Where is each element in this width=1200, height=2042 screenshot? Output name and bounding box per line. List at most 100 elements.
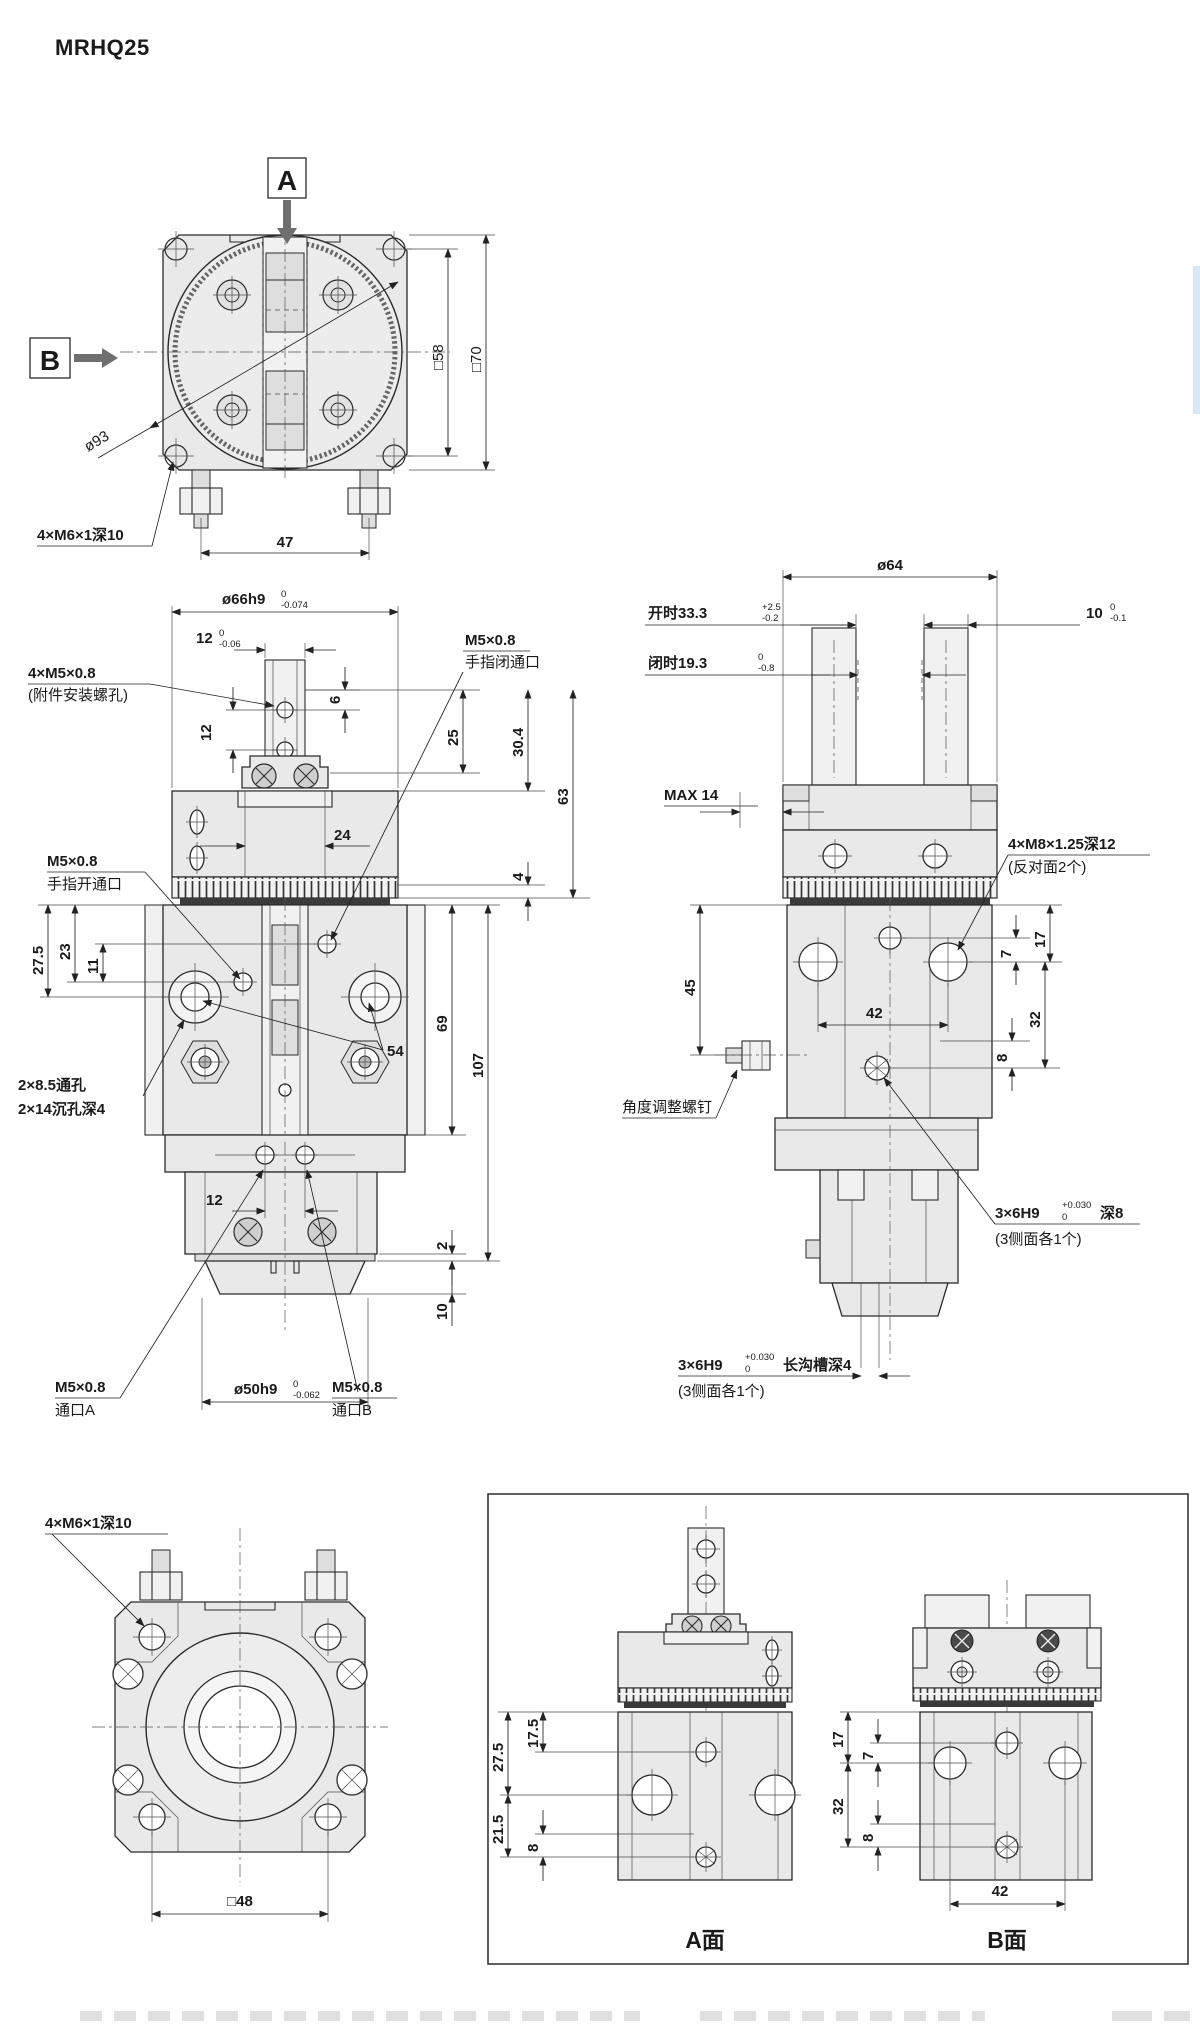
dim-dia64: ø64 (877, 557, 904, 574)
dim-10fw-dn: -0.1 (1110, 613, 1126, 624)
side-view: ø64 开时33.3 +2.5 -0.2 闭时19.3 0 -0.8 10 0 … (622, 557, 1150, 1400)
section-marker-b: B (40, 345, 60, 376)
dim-12tol: 12 (196, 630, 213, 647)
label-key2-dn: 0 (745, 1364, 750, 1375)
panel-a-dim-275: 27.5 (490, 1743, 507, 1772)
label-key1-dn: 0 (1062, 1212, 1067, 1223)
label-key1: 3×6H9 (995, 1205, 1040, 1222)
label-key2-note: (3侧面各1个) (678, 1383, 765, 1400)
dim-4: 4 (510, 872, 527, 881)
section-a-arrow-icon (283, 200, 291, 228)
label-port-b-sub: 通口B (332, 1402, 372, 1419)
label-key2: 3×6H9 (678, 1357, 723, 1374)
label-open-port-sub: 手指开通口 (47, 876, 122, 893)
dim-dia93: ø93 (81, 428, 112, 456)
dim-dia50-tol-up: 0 (293, 1379, 298, 1390)
panel-view-a: 27.5 17.5 21.5 8 A面 (490, 1506, 801, 1953)
dim-17: 17 (1032, 931, 1049, 948)
label-m5-mount: 4×M5×0.8 (28, 665, 96, 682)
dim-63: 63 (555, 788, 572, 805)
panel-b-dim-32: 32 (830, 1798, 847, 1815)
detail-panel: 27.5 17.5 21.5 8 A面 (487, 1493, 1189, 1965)
panel-a-dim-175: 17.5 (525, 1719, 542, 1748)
panel-a-dim-8: 8 (525, 1844, 542, 1852)
dim-dia66: ø66h9 (222, 591, 265, 608)
dim-8: 8 (994, 1054, 1011, 1062)
dim-open: 开时33.3 (648, 605, 707, 622)
label-m8-thread: 4×M8×1.25深12 (1008, 835, 1116, 853)
scan-artifacts (80, 266, 1200, 2021)
section-b-arrow-icon (74, 354, 102, 362)
panel-b-dim-42: 42 (992, 1883, 1009, 1900)
dim-dia66-tol-dn: -0.074 (281, 600, 308, 611)
dim-max14: MAX 14 (664, 787, 719, 804)
label-key2-up: +0.030 (745, 1352, 774, 1363)
label-key1-note: (3侧面各1个) (995, 1231, 1082, 1248)
dim-24: 24 (334, 827, 351, 844)
label-m6-thread: 4×M6×1深10 (37, 526, 124, 544)
dim-7: 7 (998, 950, 1015, 958)
label-m8-thread-sub: (反对面2个) (1008, 859, 1086, 876)
label-open-port: M5×0.8 (47, 853, 97, 870)
dim-closed-up: 0 (758, 652, 763, 663)
dim-25: 25 (445, 729, 462, 746)
dim-12tol-up: 0 (219, 628, 224, 639)
dim-open-dn: -0.2 (762, 613, 778, 624)
front-view: ø66h9 0 -0.074 12 0 -0.06 4×M5×0.8 (附件安装… (18, 589, 590, 1419)
panel-a-label: A面 (685, 1927, 725, 1953)
bottom-view: 4×M6×1深10 □48 (45, 1514, 388, 1922)
dim-2: 2 (434, 1242, 451, 1250)
dim-closed-dn: -0.8 (758, 663, 774, 674)
dim-square-70: □70 (468, 346, 485, 372)
dim-42: 42 (866, 1005, 883, 1022)
label-port-a: M5×0.8 (55, 1379, 105, 1396)
section-marker-a-box (267, 157, 307, 199)
panel-view-b: 17 7 32 8 42 B面 (830, 1580, 1102, 1953)
page-title: MRHQ25 (55, 35, 150, 60)
dim-dia66-tol-up: 0 (281, 589, 286, 600)
section-marker-b-box (29, 337, 71, 379)
dim-11: 11 (85, 958, 102, 974)
dim-10fw-up: 0 (1110, 602, 1115, 613)
dim-12tol-dn: -0.06 (219, 639, 241, 650)
label-port-a-sub: 通口A (55, 1402, 95, 1419)
label-close-port-sub: 手指闭通口 (465, 654, 540, 671)
dim-304: 30.4 (510, 727, 527, 757)
panel-b-dim-7: 7 (860, 1752, 877, 1760)
label-angle-adjust: 角度调整螺钉 (622, 1099, 712, 1116)
dim-open-up: +2.5 (762, 602, 781, 613)
panel-b-label: B面 (987, 1927, 1027, 1953)
dim-45: 45 (682, 979, 699, 996)
dim-12: 12 (198, 724, 215, 741)
panel-a-dim-215: 21.5 (490, 1815, 507, 1844)
dim-107: 107 (470, 1053, 487, 1078)
dim-6: 6 (327, 696, 344, 704)
label-m6-thread-bottom: 4×M6×1深10 (45, 1514, 132, 1532)
dim-dia50: ø50h9 (234, 1381, 277, 1398)
label-key2-depth: 长沟槽深4 (783, 1356, 852, 1374)
page-edge-artifact (1193, 266, 1200, 414)
dim-32: 32 (1027, 1011, 1044, 1028)
dim-square-58: □58 (430, 344, 447, 370)
dim-47: 47 (277, 534, 294, 551)
top-view: A B ø93 □58 □70 47 4×M6×1深10 (29, 157, 495, 560)
dim-23: 23 (57, 943, 74, 960)
panel-b-dim-8: 8 (860, 1834, 877, 1842)
label-key1-up: +0.030 (1062, 1200, 1091, 1211)
label-key1-depth: 深8 (1100, 1204, 1123, 1222)
dim-275: 27.5 (30, 946, 47, 975)
dim-69: 69 (434, 1015, 451, 1032)
dim-closed: 闭时19.3 (648, 654, 707, 672)
dim-54: 54 (387, 1043, 404, 1060)
dim-dia50-tol-dn: -0.062 (293, 1390, 320, 1401)
dim-10: 10 (434, 1303, 451, 1320)
dim-12b: 12 (206, 1192, 223, 1209)
dim-square-48: □48 (227, 1893, 253, 1910)
label-m5-mount-sub: (附件安装螺孔) (28, 687, 128, 704)
label-through-hole: 2×8.5通孔 (18, 1077, 86, 1094)
label-counterbore: 2×14沉孔深4 (18, 1100, 106, 1118)
label-close-port: M5×0.8 (465, 632, 515, 649)
panel-b-dim-17: 17 (830, 1731, 847, 1748)
